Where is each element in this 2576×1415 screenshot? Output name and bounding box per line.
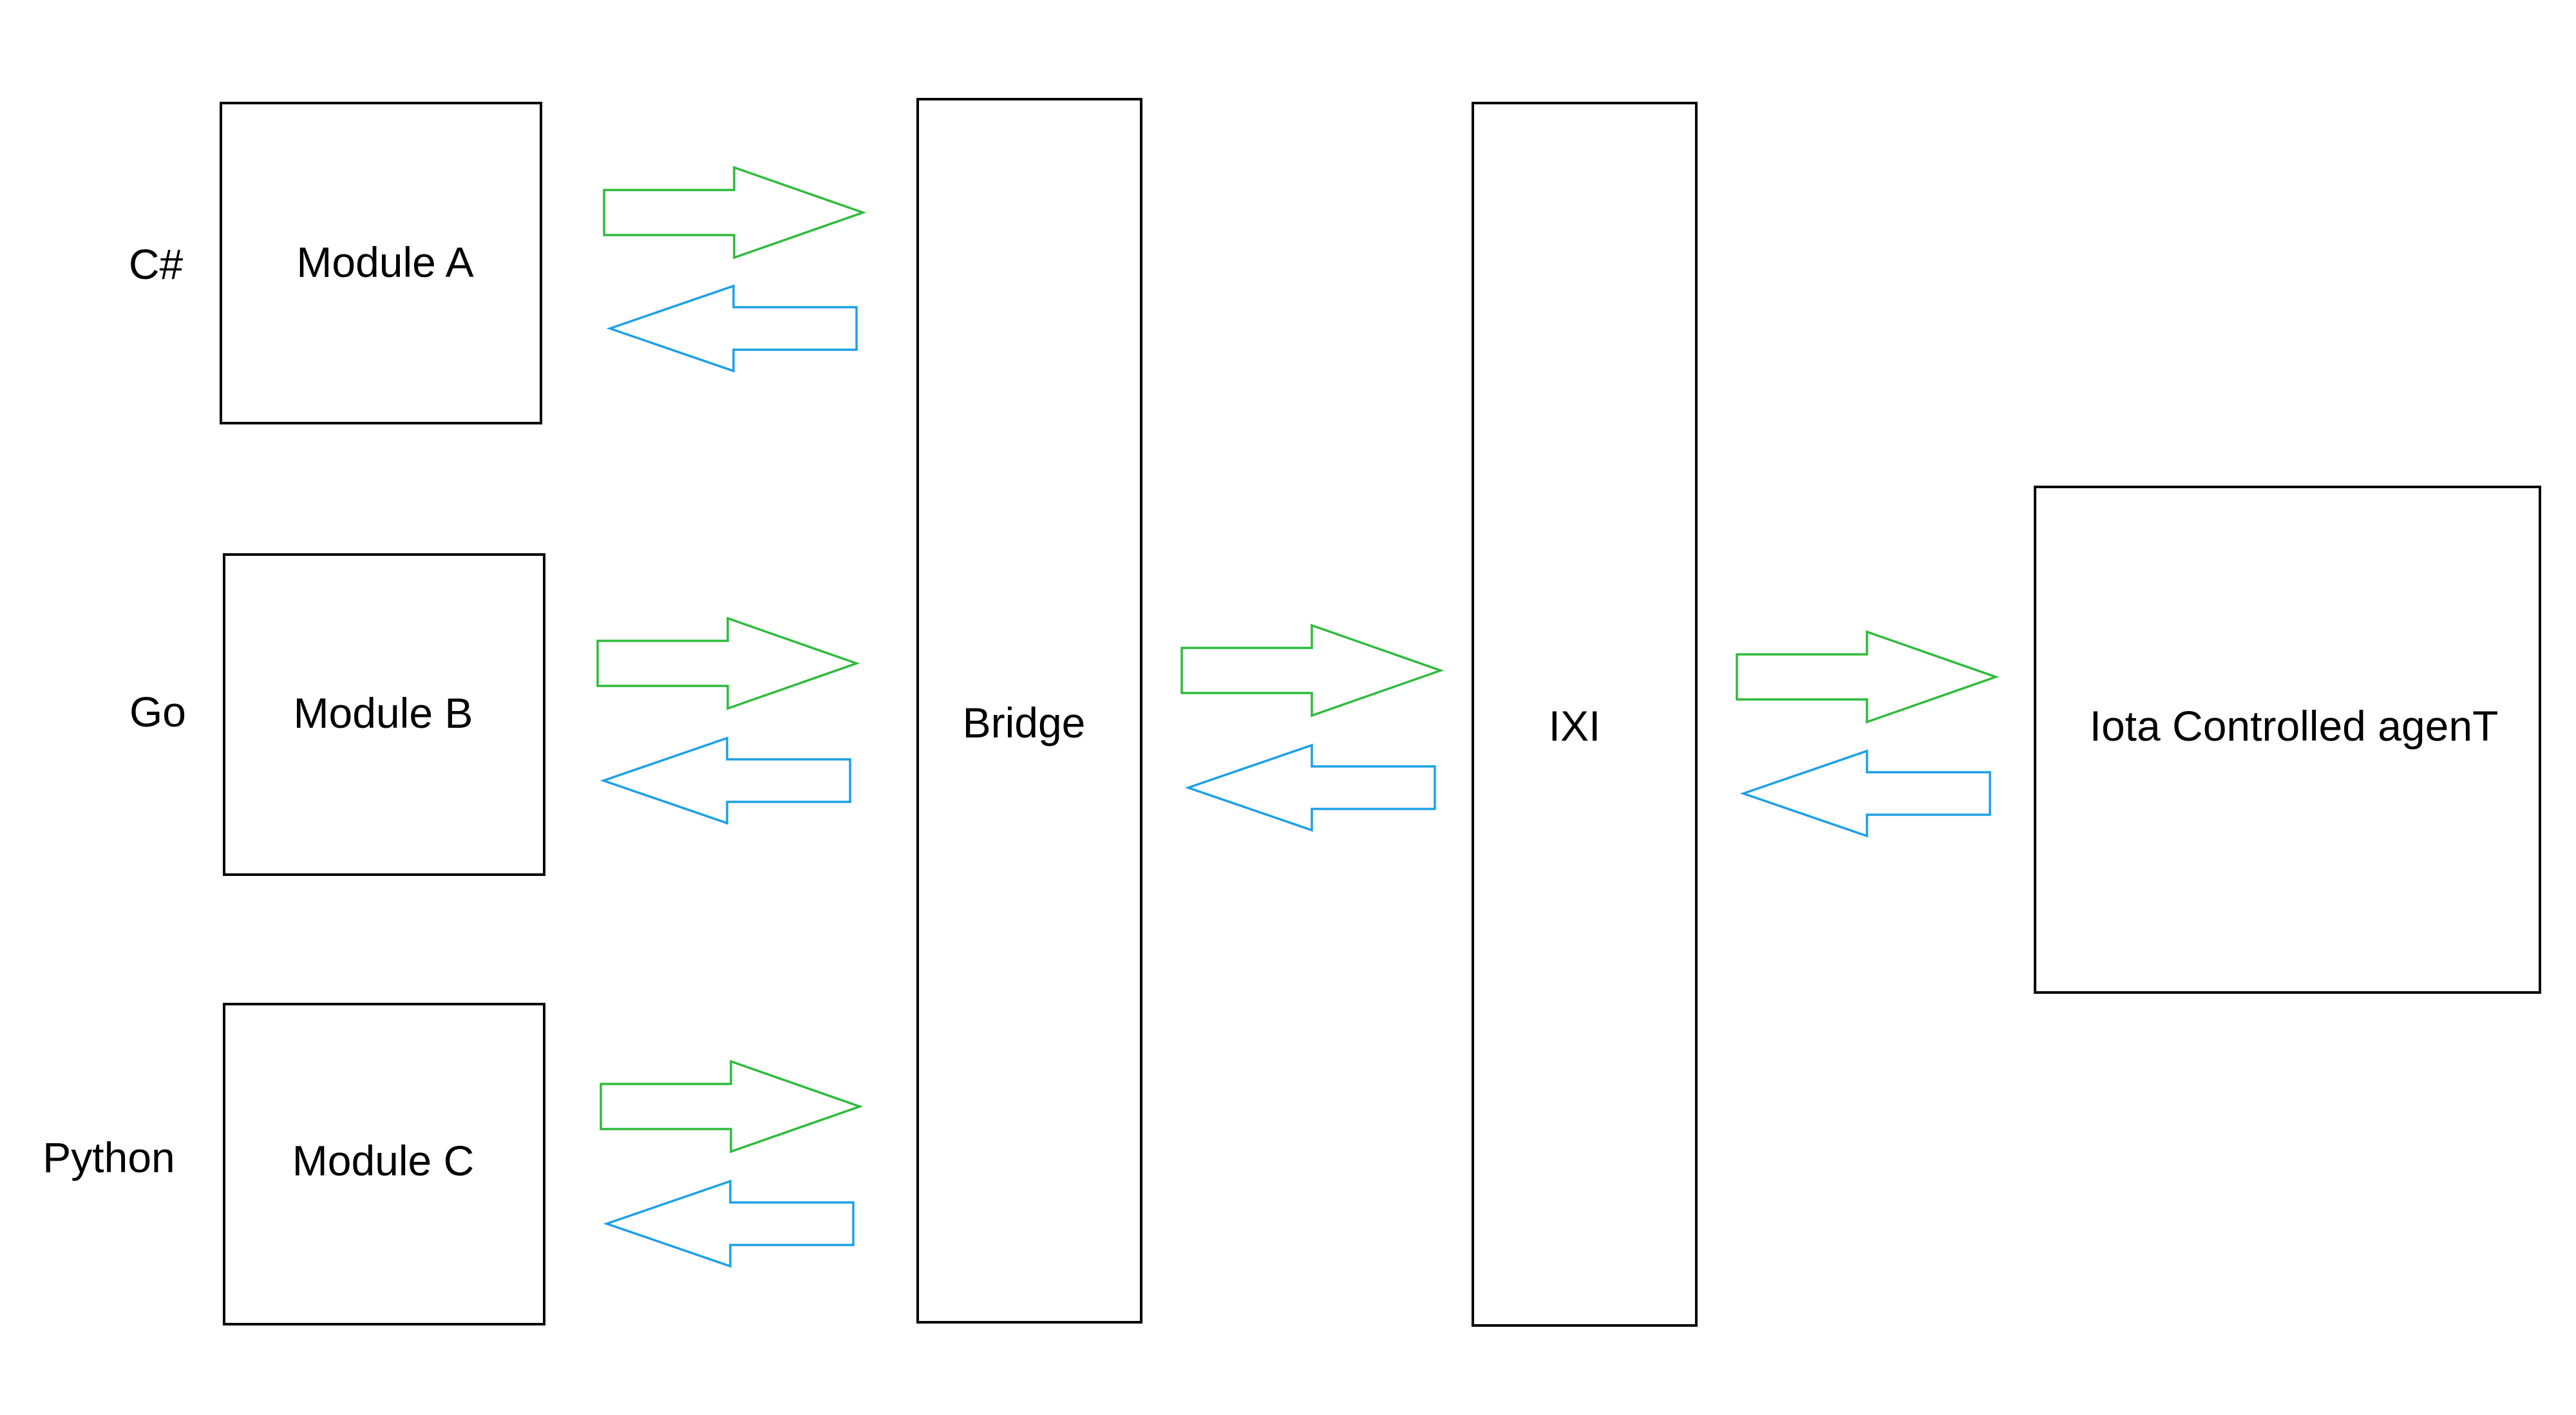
language-label-python: Python [43, 1134, 175, 1181]
arrow-right-ixi-agent-right-arrow-outline-icon [1736, 630, 2000, 724]
arrow-left-a-left-arrow-outline-icon [606, 284, 858, 373]
arrow-right-a-right-arrow-outline-icon [603, 166, 867, 260]
agent-label: Iota Controlled agenT [2090, 702, 2499, 750]
module-b-label: Module B [294, 689, 473, 737]
ixi-box: IXI [1472, 102, 1698, 1327]
bridge-box: Bridge [916, 98, 1142, 1324]
agent-box: Iota Controlled agenT [2034, 486, 2541, 994]
arrow-right-c-right-arrow-outline-icon [600, 1059, 864, 1154]
bridge-label: Bridge [963, 699, 1086, 746]
module-a-box: Module A [220, 102, 542, 424]
language-label-csharp: C# [129, 240, 184, 288]
arrows-layer [596, 166, 2000, 1268]
arrow-left-b-left-arrow-outline-icon [600, 736, 851, 825]
module-c-box: Module C [223, 1003, 545, 1325]
ixi-label: IXI [1549, 702, 1601, 750]
arrow-left-agent-ixi-left-arrow-outline-icon [1739, 749, 1991, 838]
arrow-right-b-right-arrow-outline-icon [596, 616, 860, 710]
module-a-label: Module A [296, 238, 473, 286]
arrow-left-ixi-bridge-left-arrow-outline-icon [1184, 743, 1436, 832]
module-b-box: Module B [223, 553, 545, 876]
arrow-left-c-left-arrow-outline-icon [603, 1179, 855, 1268]
language-label-go: Go [129, 688, 186, 736]
arrow-right-bridge-ixi-right-arrow-outline-icon [1180, 623, 1444, 717]
module-c-label: Module C [292, 1137, 474, 1184]
